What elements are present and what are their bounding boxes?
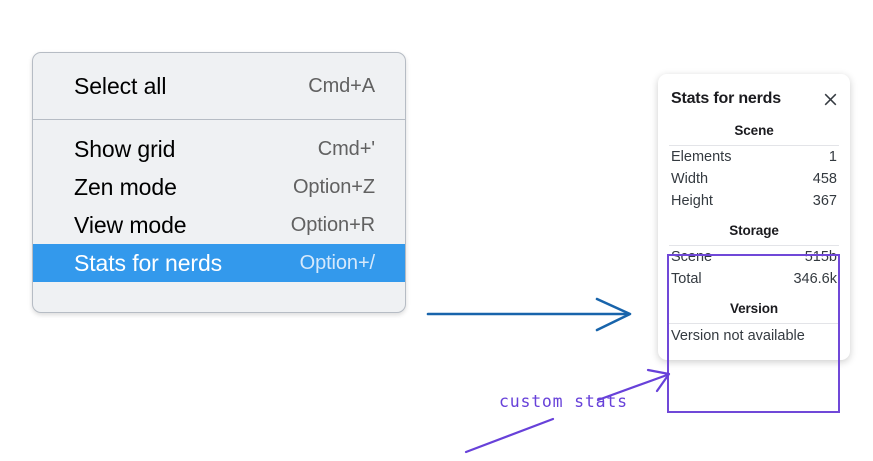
stats-row-value: 458 bbox=[812, 171, 837, 187]
menu-item-zen-mode[interactable]: Zen mode Option+Z bbox=[33, 168, 405, 206]
menu-divider bbox=[33, 119, 405, 120]
menu-item-view-mode[interactable]: View mode Option+R bbox=[33, 206, 405, 244]
stats-row-value: 1 bbox=[828, 149, 837, 165]
stats-section-heading-storage: Storage bbox=[729, 223, 779, 238]
stats-section-heading-version: Version bbox=[729, 301, 779, 316]
menu-item-label: Stats for nerds bbox=[74, 249, 223, 276]
stats-row-key: Total bbox=[671, 271, 702, 287]
stats-row-key: Width bbox=[671, 171, 709, 187]
stats-row-storage-total: Total 346.6k bbox=[668, 268, 840, 290]
stats-row-height: Height 367 bbox=[668, 190, 840, 212]
menu-item-show-grid[interactable]: Show grid Cmd+' bbox=[33, 130, 405, 168]
purple-tail-line bbox=[464, 417, 555, 454]
stats-panel-body: Scene Elements 1 Width 458 Height 367 St… bbox=[658, 112, 850, 346]
menu-item-label: Select all bbox=[74, 72, 167, 99]
menu-item-label: Zen mode bbox=[74, 173, 177, 200]
menu-footer-spacer bbox=[33, 290, 405, 312]
stats-row-value: 515b bbox=[804, 249, 837, 265]
menu-section-view: Show grid Cmd+' Zen mode Option+Z View m… bbox=[33, 120, 405, 290]
menu-item-shortcut: Option+Z bbox=[292, 175, 375, 198]
stats-for-nerds-panel: Stats for nerds Scene Elements 1 Width 4… bbox=[658, 74, 850, 413]
stats-section-heading-scene: Scene bbox=[734, 123, 774, 138]
stats-panel-title: Stats for nerds bbox=[671, 90, 781, 107]
menu-section-general: Select all Cmd+A bbox=[33, 53, 405, 119]
stats-panel-titlebar: Stats for nerds bbox=[658, 86, 850, 112]
annotation-label-custom-stats: custom stats bbox=[499, 392, 628, 411]
stats-version-note: Version not available bbox=[671, 328, 805, 344]
stats-row-width: Width 458 bbox=[668, 168, 840, 190]
menu-item-shortcut: Cmd+A bbox=[308, 74, 375, 97]
stats-row-key: Height bbox=[671, 193, 713, 209]
menu-item-label: View mode bbox=[74, 211, 187, 238]
section-rule bbox=[669, 145, 839, 146]
stats-row-value: 346.6k bbox=[793, 271, 837, 287]
menu-item-shortcut: Option+/ bbox=[299, 251, 375, 274]
close-icon[interactable] bbox=[821, 90, 839, 108]
menu-item-shortcut: Cmd+' bbox=[317, 137, 375, 160]
section-rule bbox=[669, 245, 839, 246]
blue-arrow-icon bbox=[426, 297, 632, 332]
stats-row-key: Scene bbox=[671, 249, 713, 265]
menu-item-stats-for-nerds[interactable]: Stats for nerds Option+/ bbox=[33, 244, 405, 282]
canvas-context-menu[interactable]: Select all Cmd+A Show grid Cmd+' Zen mod… bbox=[32, 52, 406, 313]
menu-item-shortcut: Option+R bbox=[290, 213, 375, 236]
section-rule bbox=[669, 323, 839, 324]
stats-row-elements: Elements 1 bbox=[668, 146, 840, 168]
menu-item-select-all[interactable]: Select all Cmd+A bbox=[33, 67, 405, 105]
stats-row-key: Elements bbox=[671, 149, 732, 165]
menu-item-label: Show grid bbox=[74, 135, 176, 162]
stats-row-value: 367 bbox=[812, 193, 837, 209]
stats-row-storage-scene: Scene 515b bbox=[668, 246, 840, 268]
